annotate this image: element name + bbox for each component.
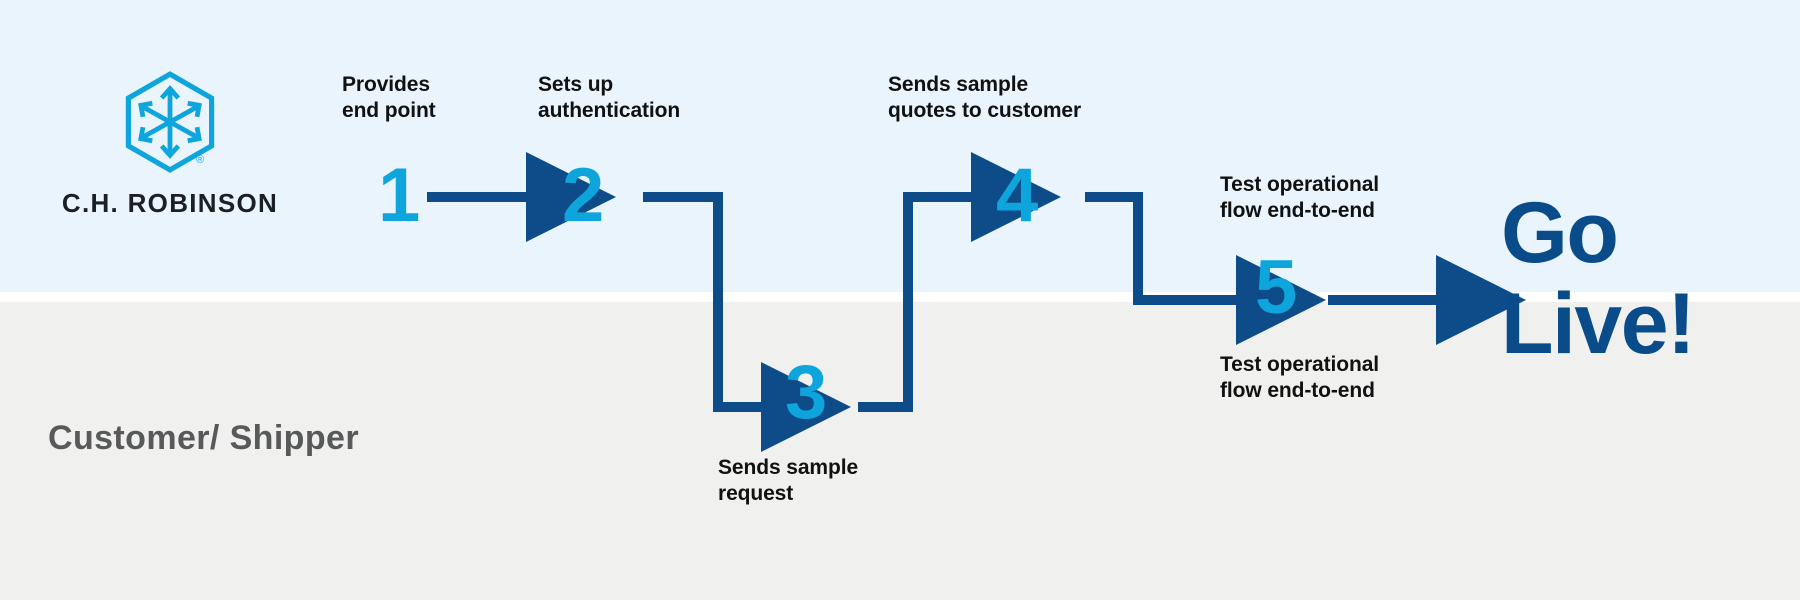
step-1-caption: Provides end point: [342, 73, 436, 122]
step-5-caption-above: Test operational flow end-to-end: [1220, 173, 1380, 222]
step-5-number: 5: [1255, 245, 1297, 330]
step-1-number: 1: [378, 153, 420, 238]
ch-robinson-hexagon-arrows-logo: [125, 71, 215, 173]
brand-logo-block: C.H. ROBINSON: [45, 70, 295, 219]
step-5-caption-below: Test operational flow end-to-end: [1220, 353, 1380, 402]
step-3-number: 3: [785, 350, 827, 435]
step-2-number: 2: [562, 153, 604, 238]
registered-trademark-mark: ®: [196, 154, 205, 166]
brand-wordmark: C.H. ROBINSON: [61, 188, 279, 218]
step-4-caption: Sends sample quotes to customer: [888, 73, 1082, 122]
step-2-caption: Sets up authentication: [538, 73, 681, 122]
lane-label-customer-shipper: Customer/ Shipper: [48, 419, 359, 457]
step-4-number: 4: [996, 153, 1038, 238]
go-live-label: Go Live!: [1501, 185, 1696, 373]
step-3-caption: Sends sample request: [718, 456, 859, 505]
